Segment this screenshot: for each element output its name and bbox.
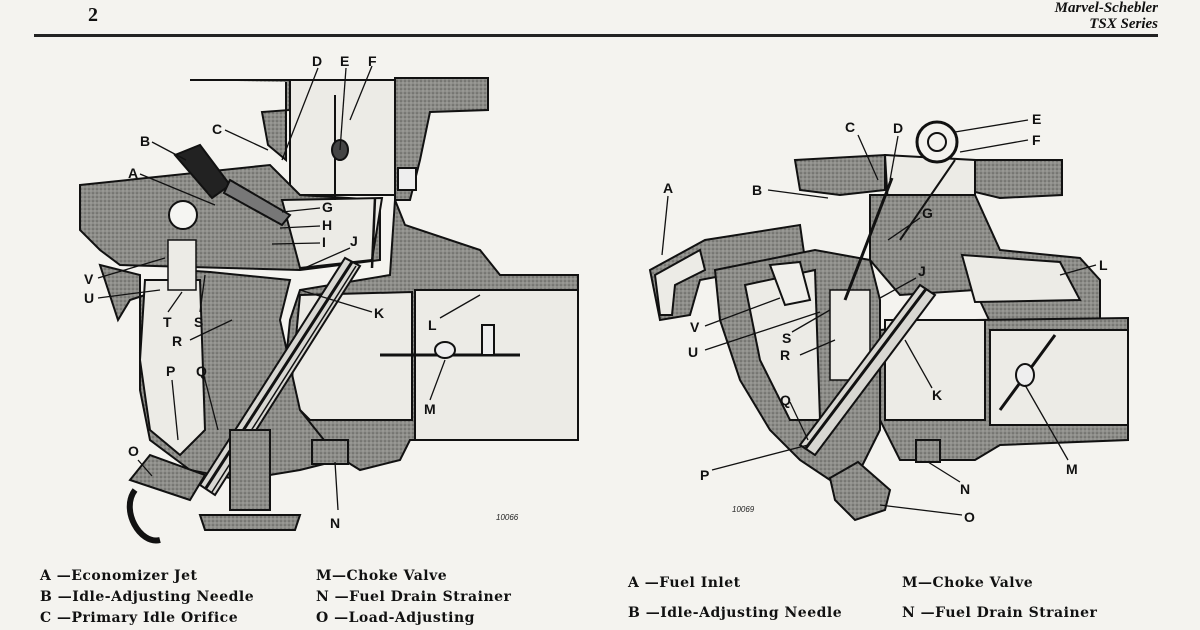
right-callout-p: P: [700, 467, 709, 483]
right-carburetor-drawing: [648, 120, 1129, 522]
left-legend-col2: M—Choke Valve N —Fuel Drain Strainer O —…: [316, 566, 511, 629]
right-callout-e: E: [1032, 111, 1041, 127]
header-title: Marvel-Schebler: [1054, 0, 1158, 16]
left-drawing-number: 10066: [496, 513, 519, 522]
right-callouts: C D E F A B G L J V S U R K Q M P N O 10…: [663, 111, 1108, 525]
right-callout-s: S: [782, 330, 791, 346]
left-callout-f: F: [368, 53, 377, 69]
right-callout-k: K: [932, 387, 942, 403]
legend-item: B —Idle-Adjusting Needle: [628, 605, 843, 621]
right-callout-o: O: [964, 509, 975, 525]
right-callout-g: G: [922, 205, 933, 221]
right-callout-f: F: [1032, 132, 1041, 148]
left-callout-c: C: [212, 121, 222, 137]
left-callout-b: B: [140, 133, 150, 149]
legend-item: O —Load-Adjusting: [316, 610, 475, 626]
left-callout-p: P: [166, 363, 175, 379]
right-callout-n: N: [960, 481, 970, 497]
legend-item: B —Idle-Adjusting Needle: [40, 589, 255, 605]
right-callout-q: Q: [780, 392, 791, 408]
left-callout-t: T: [163, 314, 172, 330]
left-legend-col1: A —Economizer Jet B —Idle-Adjusting Need…: [40, 566, 254, 629]
legend-item: N —Fuel Drain Strainer: [316, 589, 512, 605]
legend-item: M—Choke Valve: [902, 575, 1034, 591]
right-callout-b: B: [752, 182, 762, 198]
legend-item: M—Choke Valve: [316, 568, 448, 584]
left-callout-n: N: [330, 515, 340, 531]
header-rule: [34, 34, 1158, 37]
page-number: 2: [88, 4, 98, 26]
left-callout-e: E: [340, 53, 349, 69]
left-callout-u: U: [84, 290, 94, 306]
left-callout-g: G: [322, 199, 333, 215]
right-callout-r: R: [780, 347, 790, 363]
legend-item: A —Fuel Inlet: [628, 575, 741, 591]
legend-item: A —Economizer Jet: [40, 568, 198, 584]
right-callout-v: V: [690, 319, 700, 335]
left-callout-s: S: [194, 314, 203, 330]
right-callout-a: A: [663, 180, 673, 196]
left-callout-m: M: [424, 401, 436, 417]
left-callout-k: K: [374, 305, 384, 321]
left-callout-j: J: [350, 233, 358, 249]
left-callout-a: A: [128, 165, 138, 181]
right-callout-m: M: [1066, 461, 1078, 477]
left-leader-lines: [97, 65, 481, 511]
left-carburetor-drawing: [79, 77, 579, 544]
right-legend-col1: A —Fuel Inlet B —Idle-Adjusting Needle: [628, 568, 842, 628]
left-callout-r: R: [172, 333, 182, 349]
legend-item: C —Primary Idle Orifice: [40, 610, 239, 626]
legend-item: N —Fuel Drain Strainer: [902, 605, 1098, 621]
left-callout-o: O: [128, 443, 139, 459]
right-callout-j: J: [918, 263, 926, 279]
right-legend-col2: M—Choke Valve N —Fuel Drain Strainer: [902, 568, 1097, 628]
right-callout-c: C: [845, 119, 855, 135]
left-callout-d: D: [312, 53, 322, 69]
header-subtitle: TSX Series: [1089, 16, 1158, 32]
right-callout-l: L: [1099, 257, 1108, 273]
left-callout-i: I: [322, 234, 326, 250]
right-leader-lines: [661, 119, 1097, 516]
right-callout-d: D: [893, 120, 903, 136]
right-callout-u: U: [688, 344, 698, 360]
left-callout-q: Q: [196, 363, 207, 379]
left-callout-h: H: [322, 217, 332, 233]
right-drawing-number: 10069: [732, 505, 755, 514]
left-callouts: D E F B C A G H I J V U T S K L R P Q M …: [84, 53, 519, 531]
left-callout-l: L: [428, 317, 437, 333]
left-callout-v: V: [84, 271, 94, 287]
